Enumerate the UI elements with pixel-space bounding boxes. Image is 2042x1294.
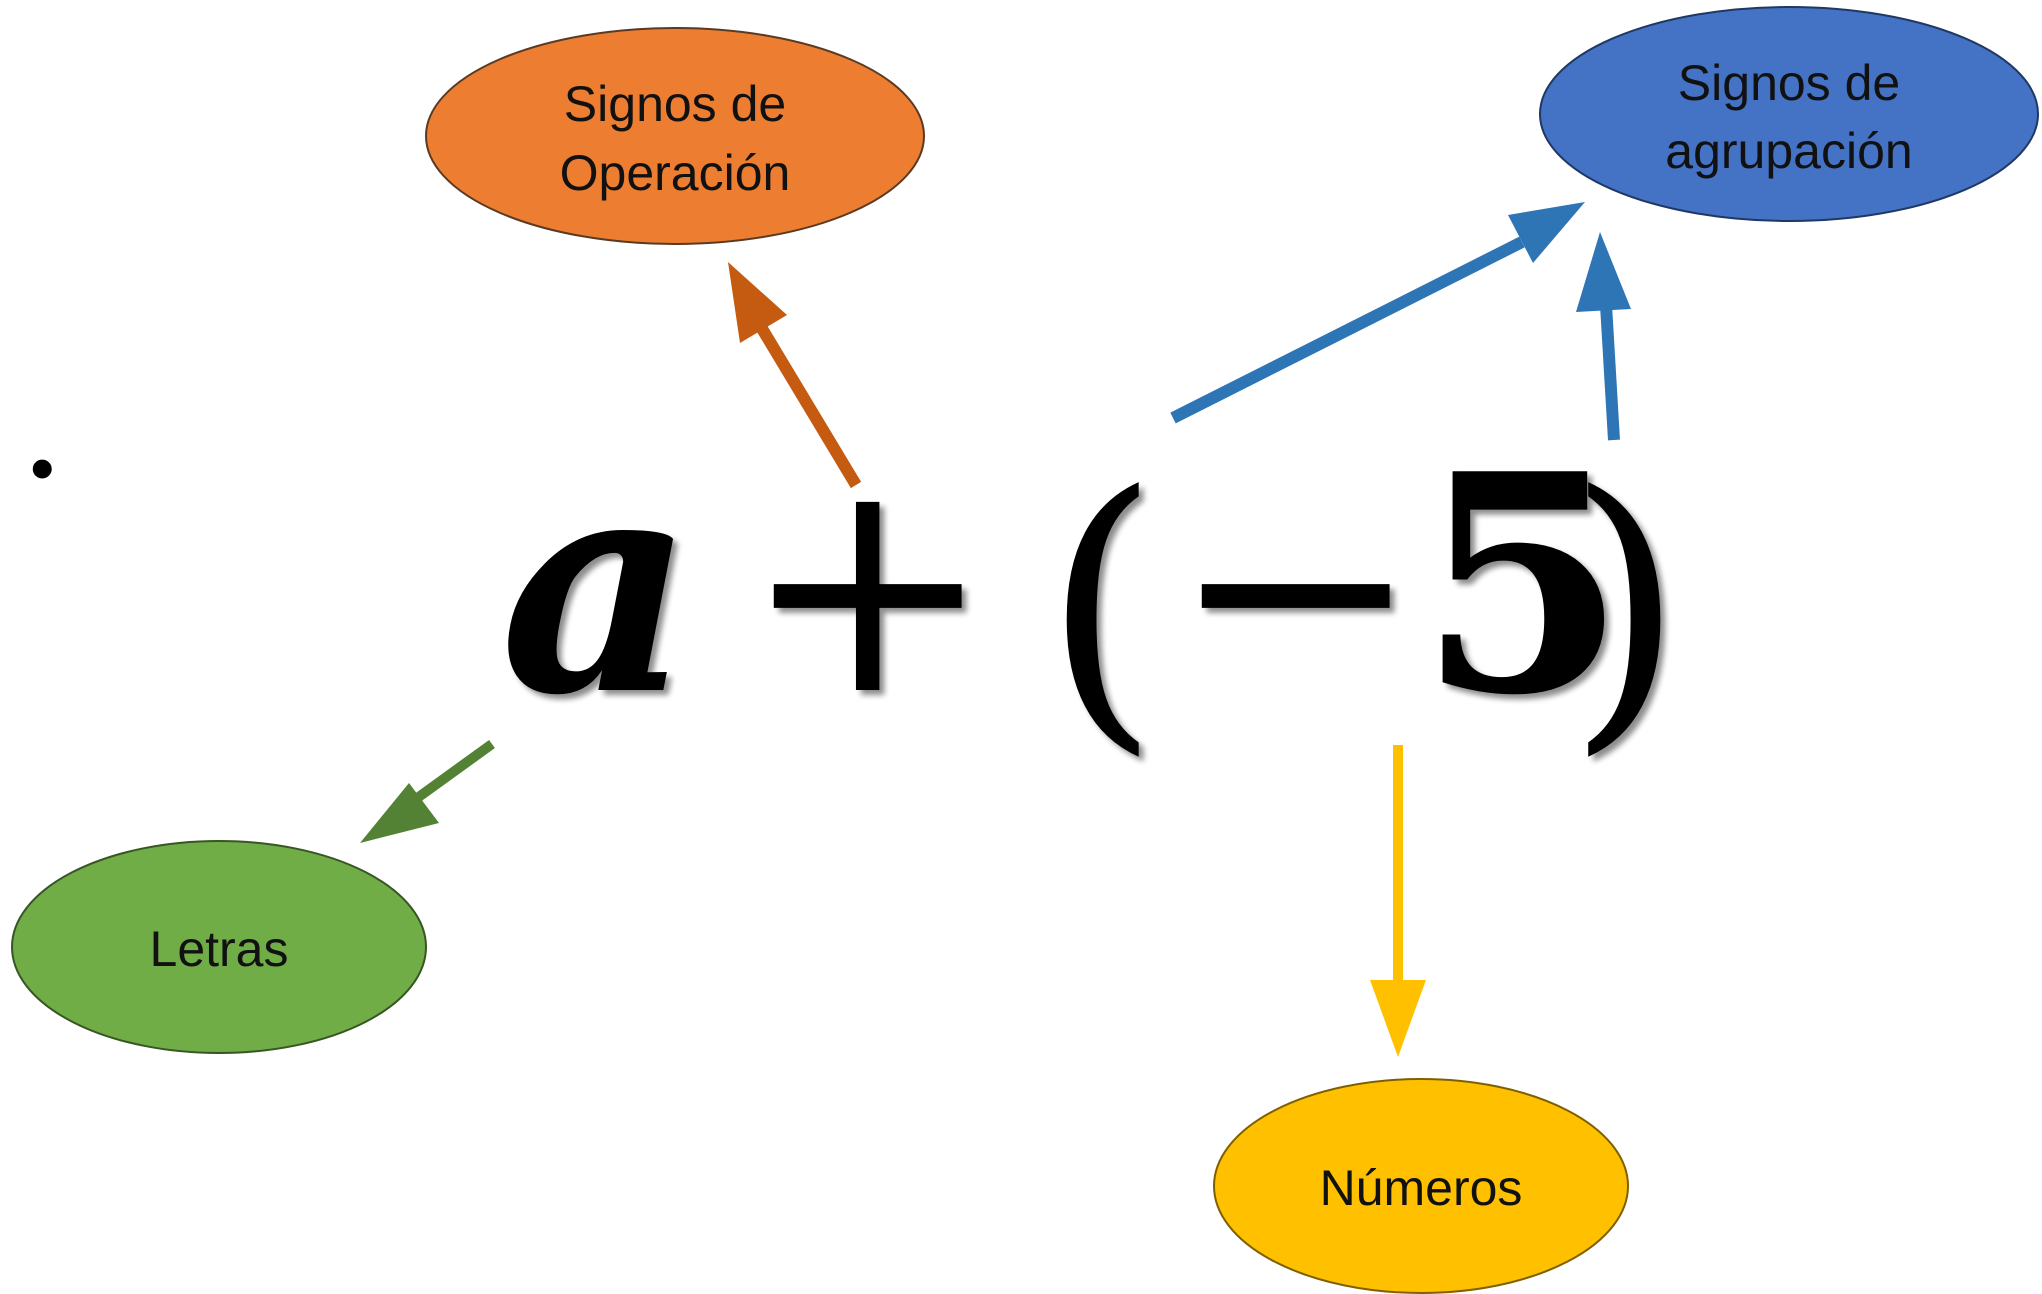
arrow-to-agrupacion-close-paren-head	[1576, 232, 1631, 312]
node-signos-agrupacion-line2: agrupación	[1665, 123, 1912, 179]
arrow-to-agrupacion-open-paren-head	[1508, 202, 1585, 263]
expression-variable: a	[500, 408, 694, 761]
arrow-to-operacion-head	[728, 262, 787, 343]
node-numeros: Números	[1213, 1078, 1629, 1294]
expression-number: 5	[1418, 408, 1627, 761]
node-letras-label: Letras	[150, 921, 289, 977]
arrow-to-letras	[360, 739, 495, 843]
arrow-to-operacion-shaft	[752, 318, 862, 489]
node-numeros-label: Números	[1320, 1160, 1523, 1216]
node-signos-operacion: Signos de Operación	[425, 27, 925, 245]
expression-plus-sign: +	[742, 412, 993, 761]
expression-open-paren: (	[1043, 432, 1160, 781]
node-signos-operacion-shape	[425, 27, 925, 245]
expression-minus-sign: −	[1170, 412, 1421, 761]
node-signos-agrupacion-line1: Signos de	[1678, 55, 1900, 111]
arrow-to-agrupacion-close-paren-shaft	[1600, 304, 1620, 441]
arrow-to-operacion	[728, 262, 862, 489]
math-expression: a + ( − 5 )	[500, 408, 1684, 781]
arrow-to-agrupacion-open-paren-shaft	[1170, 236, 1525, 424]
node-numeros-shape	[1213, 1078, 1629, 1294]
arrow-to-numeros	[1370, 745, 1426, 1057]
node-signos-agrupacion: Signos de agrupación	[1539, 6, 2039, 222]
node-letras: Letras	[11, 840, 427, 1054]
node-signos-operacion-line2: Operación	[560, 145, 791, 201]
expression-close-paren: )	[1567, 432, 1684, 781]
arrow-to-agrupacion-open-paren	[1170, 202, 1585, 424]
node-letras-shape	[11, 840, 427, 1054]
arrow-to-numeros-head	[1370, 980, 1426, 1057]
node-signos-agrupacion-shape	[1539, 6, 2039, 222]
arrow-to-agrupacion-close-paren	[1576, 232, 1631, 441]
arrow-to-letras-shaft	[406, 739, 495, 809]
bullet-marker: •	[30, 429, 55, 507]
arrow-to-letras-head	[360, 783, 439, 843]
node-signos-operacion-line1: Signos de	[564, 76, 786, 132]
